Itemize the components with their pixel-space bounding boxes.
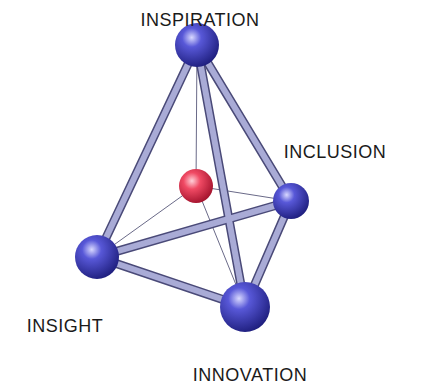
rod bbox=[103, 57, 192, 245]
ball bbox=[273, 183, 309, 219]
ball-shape bbox=[75, 235, 119, 279]
vertex-ball: INCLUSION bbox=[273, 183, 309, 219]
rod bbox=[199, 58, 242, 292]
vertex-label: INSIGHT bbox=[27, 316, 104, 337]
rod-outline bbox=[110, 261, 231, 302]
vertex-ball: INNOVATION bbox=[220, 282, 270, 332]
vertex-ball: INSIGHT bbox=[75, 235, 119, 279]
rod bbox=[204, 56, 286, 191]
vertex-label: INSPIRATION bbox=[140, 10, 259, 31]
rod bbox=[110, 204, 281, 253]
rod bbox=[251, 211, 287, 293]
rod bbox=[110, 261, 231, 302]
rod-outline bbox=[199, 58, 242, 292]
vertex-ball: INSPIRATION bbox=[175, 23, 219, 67]
rod-outline bbox=[103, 57, 192, 245]
rod-outline bbox=[110, 204, 281, 253]
ball-shape bbox=[273, 183, 309, 219]
center-lines bbox=[97, 45, 291, 307]
rod-outline bbox=[251, 211, 287, 293]
ball-shape bbox=[175, 23, 219, 67]
vertex-label: INCLUSION bbox=[284, 142, 387, 163]
ball-shape bbox=[220, 282, 270, 332]
ball bbox=[220, 282, 270, 332]
ball bbox=[175, 23, 219, 67]
ball bbox=[75, 235, 119, 279]
vertex-label: INNOVATION bbox=[193, 365, 307, 386]
center-ball bbox=[179, 169, 213, 203]
